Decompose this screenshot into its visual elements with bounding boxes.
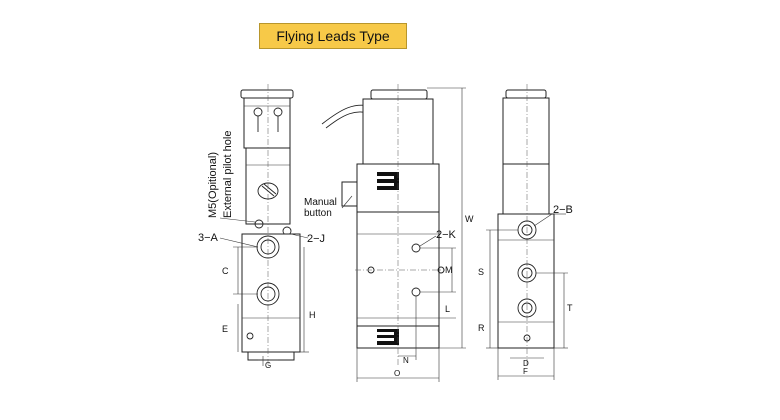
dim-r-label: R bbox=[478, 323, 485, 333]
dim-g-label: G bbox=[265, 361, 271, 370]
label-2j: 2−J bbox=[307, 233, 325, 245]
label-2k: 2−K bbox=[436, 229, 457, 241]
label-3a: 3−A bbox=[198, 232, 219, 244]
dim-l-label: L bbox=[445, 304, 450, 314]
dim-c-label: C bbox=[222, 266, 229, 276]
middle-view bbox=[321, 84, 466, 382]
right-view bbox=[486, 84, 568, 380]
dim-m-label: M bbox=[445, 265, 453, 275]
dim-d-label: D bbox=[523, 359, 529, 368]
label-2b: 2−B bbox=[553, 204, 573, 216]
dim-w-label: W bbox=[465, 214, 474, 224]
label-manual: Manual bbox=[304, 197, 337, 208]
label-button: button bbox=[304, 208, 332, 219]
dim-f-label: F bbox=[523, 367, 528, 376]
left-view bbox=[219, 84, 309, 368]
dim-o-label: O bbox=[394, 369, 400, 378]
dim-e-label: E bbox=[222, 324, 228, 334]
dim-t-label: T bbox=[567, 303, 573, 313]
diagram-title: Flying Leads Type bbox=[259, 23, 407, 49]
dim-n-label: N bbox=[403, 356, 409, 365]
label-m5-optional: M5(Opitional) bbox=[207, 152, 219, 218]
dim-s-label: S bbox=[478, 267, 484, 277]
dim-h-label: H bbox=[309, 310, 316, 320]
label-external-pilot-hole: External pilot hole bbox=[222, 131, 234, 218]
